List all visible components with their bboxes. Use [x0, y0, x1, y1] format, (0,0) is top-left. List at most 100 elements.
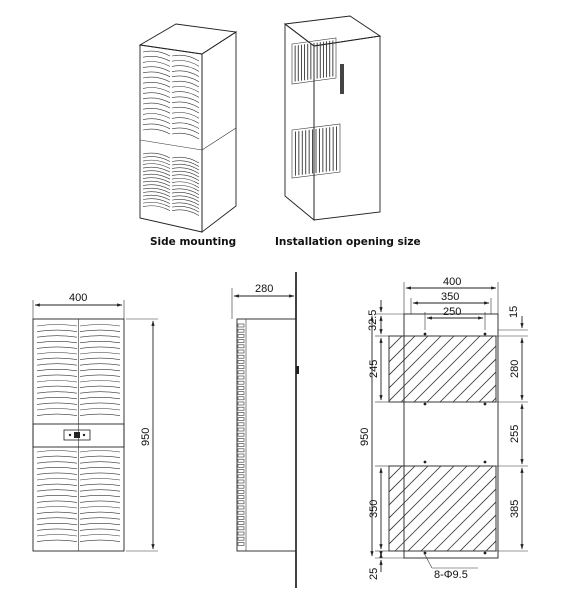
side-fin [237, 406, 245, 411]
hatch-line [465, 371, 496, 402]
iso-louver [171, 195, 200, 202]
iso-louver [142, 166, 171, 173]
side-fin [237, 490, 245, 494]
iso-louver [171, 106, 200, 114]
dim-front-height: 950 [140, 428, 152, 446]
hatch-line [472, 527, 496, 551]
iso-louver [142, 191, 171, 197]
iso-back-unit [283, 15, 382, 221]
dim-hole-spacing: 350 [441, 291, 459, 303]
iso-louver [171, 181, 200, 188]
side-fin [237, 391, 245, 395]
iso-louver [171, 174, 200, 181]
vent-frame [291, 123, 341, 179]
side-fin [237, 432, 245, 437]
side-fin [237, 495, 245, 499]
iso-louver [171, 54, 200, 62]
louver-slat [79, 374, 121, 377]
louver-slat [79, 324, 121, 327]
iso-louver [142, 97, 171, 104]
side-fin [237, 328, 245, 333]
side-fin [237, 516, 245, 520]
iso-louver [142, 50, 171, 57]
iso-louver [142, 201, 171, 208]
iso-louver [142, 92, 171, 98]
louver-slat [79, 467, 121, 470]
side-fin [237, 458, 245, 463]
hatch-line [531, 336, 564, 402]
iso-louver [171, 191, 200, 199]
louver-slat [36, 523, 78, 526]
louver-slat [79, 397, 121, 400]
iso-louver [142, 118, 171, 124]
iso-front-louvers [142, 50, 200, 216]
louver-slat [36, 402, 78, 405]
iso-louver [142, 61, 171, 67]
louver-slat [36, 385, 78, 388]
side-fin [237, 370, 245, 375]
iso-louver [142, 82, 171, 88]
hatch-line [452, 358, 496, 402]
iso-louver [171, 70, 200, 77]
side-fin [237, 339, 245, 343]
louver-slat [79, 534, 121, 537]
iso-louver [142, 159, 171, 166]
dim-lower-height-right: 385 [509, 500, 521, 518]
iso-louver [171, 80, 200, 88]
front-view: 400 950 [32, 292, 158, 552]
hatch-line [389, 336, 455, 402]
side-fin [237, 349, 245, 354]
hatch-line [439, 345, 496, 402]
louver-slat [36, 346, 78, 349]
side-fin [237, 479, 245, 484]
side-fin [237, 464, 245, 468]
louver-slat [36, 374, 78, 377]
louver-slat [36, 380, 78, 383]
louver-slat [36, 534, 78, 537]
louver-slat [79, 402, 121, 405]
louver-slat [79, 517, 121, 520]
louver-slat [36, 391, 78, 394]
iso-back-vents [291, 37, 341, 179]
louver-slat [36, 341, 78, 344]
louver-slat [79, 528, 121, 531]
iso-louver [142, 87, 171, 93]
dim-side-depth: 280 [255, 283, 273, 295]
louver-slat [36, 489, 78, 492]
louver-slat [79, 341, 121, 344]
louver-slat [79, 352, 121, 355]
iso-louver [171, 132, 200, 140]
hatch-line [389, 336, 442, 389]
side-fin [237, 323, 245, 328]
iso-louver [171, 170, 200, 178]
louver-slat [79, 408, 121, 411]
hatch-line [538, 466, 564, 551]
side-fin [237, 360, 245, 364]
louver-slat [79, 391, 121, 394]
iso-louver [142, 173, 171, 180]
side-fin [237, 443, 245, 447]
louver-slat [79, 478, 121, 481]
dim-opening-width: 250 [443, 306, 461, 318]
iso-louver [142, 66, 171, 72]
louver-slat [36, 483, 78, 486]
dim-front-width: 400 [69, 292, 87, 304]
iso-louver [171, 199, 200, 206]
iso-louver [171, 188, 200, 195]
louver-slat [36, 363, 78, 366]
louver-slat [79, 511, 121, 514]
iso-louver [142, 76, 171, 83]
iso-louver [171, 91, 200, 98]
hatch-line [459, 514, 496, 551]
louver-slat [36, 408, 78, 411]
iso-louver [171, 202, 200, 209]
iso-louver [171, 127, 200, 135]
iso-louver [142, 180, 171, 187]
louver-slat [79, 483, 121, 486]
louver-slat [79, 385, 121, 388]
louver-slat [36, 450, 78, 453]
side-fin [237, 484, 245, 489]
iso-louver [171, 167, 200, 174]
louver-slat [79, 363, 121, 366]
iso-louver [142, 187, 171, 194]
